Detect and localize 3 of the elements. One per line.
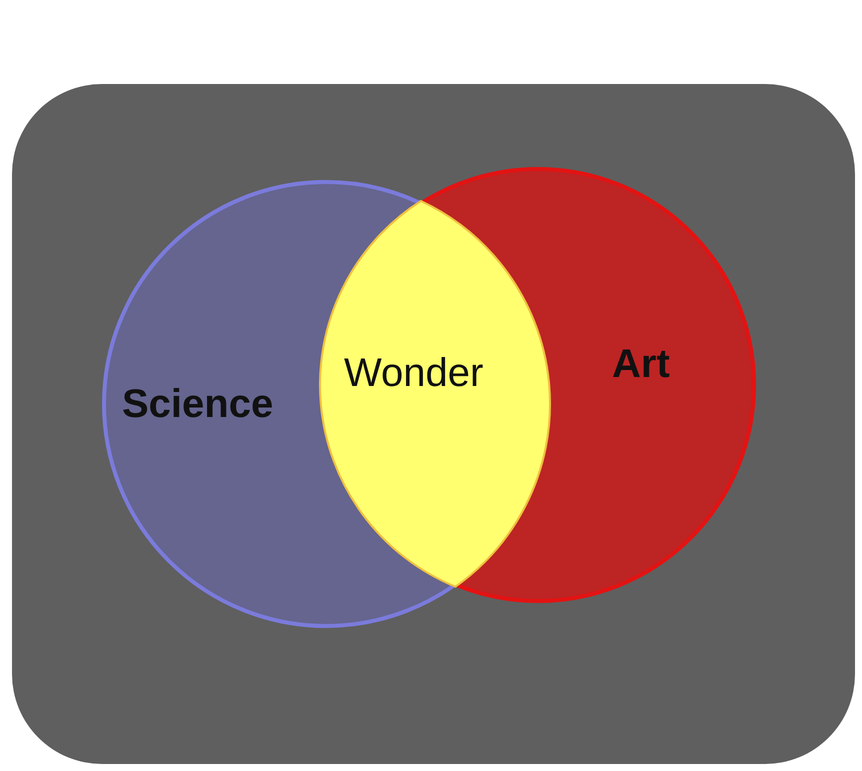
region-label: Art (612, 344, 670, 384)
region-label: Science (122, 384, 274, 424)
region-label: Wonder (344, 352, 484, 393)
